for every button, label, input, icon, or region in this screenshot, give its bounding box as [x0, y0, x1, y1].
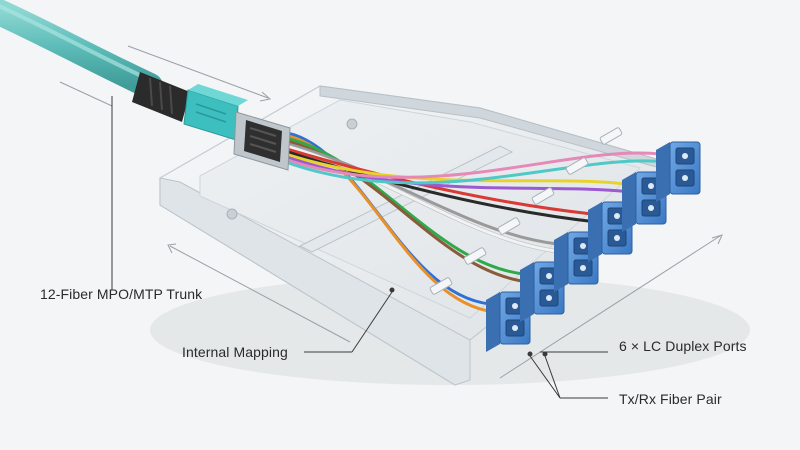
fiber-strand [280, 146, 594, 216]
mpo-adapter [233, 111, 291, 171]
fiber-strand [280, 151, 662, 179]
dimension-lines [59, 45, 723, 379]
label-internal-mapping: Internal Mapping [182, 344, 288, 360]
fiber-clip [497, 217, 521, 235]
cassette-front-lip [159, 177, 471, 386]
leader-lines [111, 96, 608, 399]
fiber-clip [565, 157, 589, 175]
mount-hole [226, 208, 238, 220]
fiber-strand [280, 135, 526, 276]
fiber-strand [280, 159, 667, 185]
label-mpo-trunk: 12-Fiber MPO/MTP Trunk [40, 286, 203, 302]
mount-hole [346, 118, 358, 130]
trunk-cable [0, 0, 163, 99]
fiber-clip [463, 247, 487, 265]
fiber-clip [429, 277, 453, 295]
fiber-bundle [279, 130, 667, 314]
lc-duplex-port [622, 171, 667, 232]
fiber-clip [531, 187, 555, 205]
lc-port-row [486, 141, 701, 352]
label-lc-duplex-ports: 6 × LC Duplex Ports [619, 338, 747, 354]
mpo-connector [183, 84, 248, 141]
label-tx-rx-pair: Tx/Rx Fiber Pair [619, 391, 722, 407]
fiber-clips [429, 127, 623, 295]
fiber-strand [280, 140, 560, 246]
lc-duplex-port [656, 141, 701, 202]
fiber-clip [599, 127, 623, 145]
mpo-boot [132, 72, 190, 122]
